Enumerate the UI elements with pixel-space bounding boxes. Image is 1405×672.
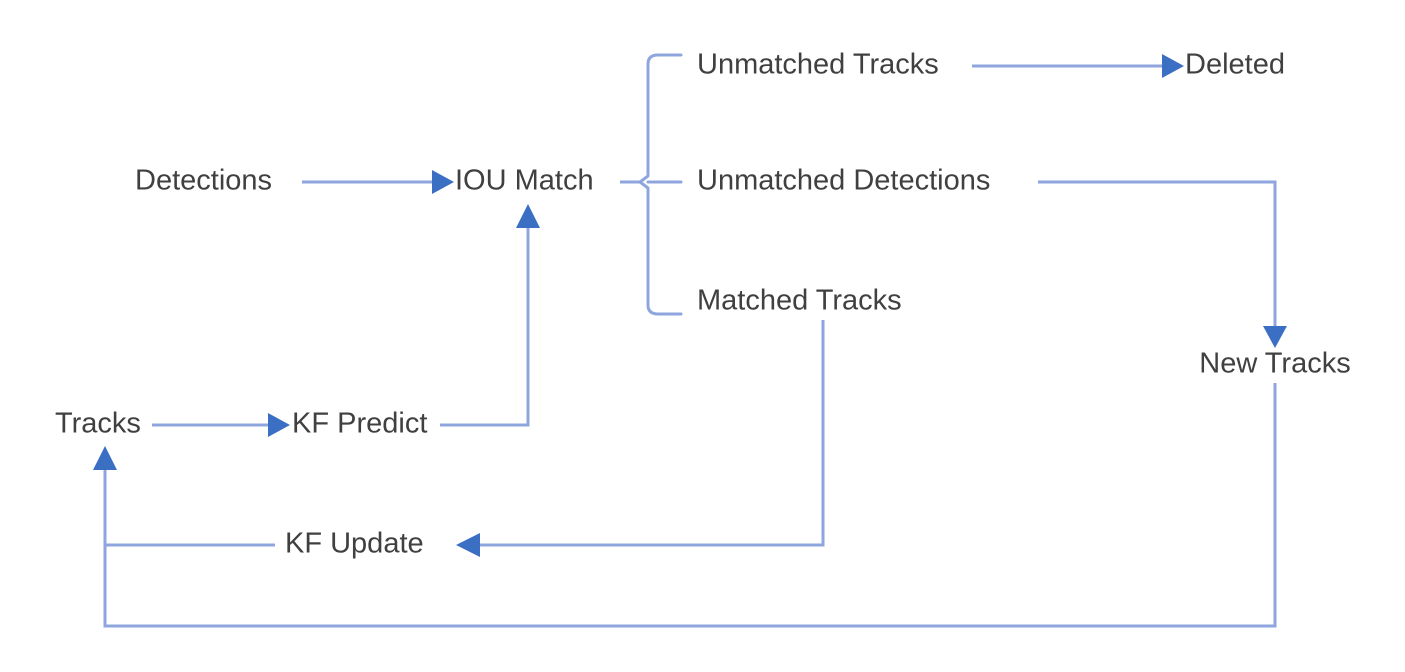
arrow-head-right-iou-match bbox=[432, 170, 454, 194]
node-label-kf-update: KF Update bbox=[285, 528, 424, 560]
arrow-head-up-iou-match bbox=[516, 204, 540, 228]
edge-line-unmatched-detections-new-tracks bbox=[1038, 180, 1277, 326]
node-label-new-tracks: New Tracks bbox=[1199, 348, 1350, 380]
arrow-head-up-tracks bbox=[93, 446, 117, 470]
edge-line-kf-update-tracks bbox=[103, 470, 275, 547]
edge-kf-update-to-tracks bbox=[93, 446, 275, 547]
edge-tracks-to-kf-predict bbox=[152, 413, 290, 437]
arrow-head-right-deleted bbox=[1162, 54, 1184, 78]
edge-detections-to-iou-match bbox=[302, 170, 454, 194]
node-label-tracks: Tracks bbox=[55, 408, 141, 440]
arrow-head-right-kf-predict bbox=[268, 413, 290, 437]
node-label-kf-predict: KF Predict bbox=[292, 408, 427, 440]
edge-new-tracks-to-tracks bbox=[103, 383, 1277, 628]
node-label-unmatched-tracks: Unmatched Tracks bbox=[697, 49, 939, 81]
node-label-iou-match: IOU Match bbox=[455, 165, 594, 197]
node-label-matched-tracks: Matched Tracks bbox=[697, 285, 902, 317]
arrow-head-down-new-tracks bbox=[1263, 326, 1287, 348]
bracket-lower-arm bbox=[638, 180, 683, 316]
edge-unmatched-detections-to-new-tracks bbox=[1038, 180, 1287, 348]
arrow-head-left-kf-update bbox=[456, 533, 480, 557]
split-bracket-iou-match bbox=[620, 53, 683, 316]
edge-unmatched-tracks-to-deleted bbox=[972, 54, 1184, 78]
node-label-detections: Detections bbox=[135, 165, 272, 197]
node-label-deleted: Deleted bbox=[1185, 49, 1285, 81]
node-label-unmatched-detections: Unmatched Detections bbox=[697, 165, 990, 197]
edge-kf-predict-to-iou-match bbox=[440, 204, 540, 427]
edge-matched-tracks-to-kf-update bbox=[456, 320, 825, 557]
bracket-upper-arm bbox=[638, 53, 683, 184]
edge-line-matched-tracks-kf-update bbox=[480, 320, 825, 547]
edge-line-new-tracks-tracks bbox=[103, 383, 1277, 628]
edge-line-kf-predict-iou-match bbox=[440, 228, 530, 427]
